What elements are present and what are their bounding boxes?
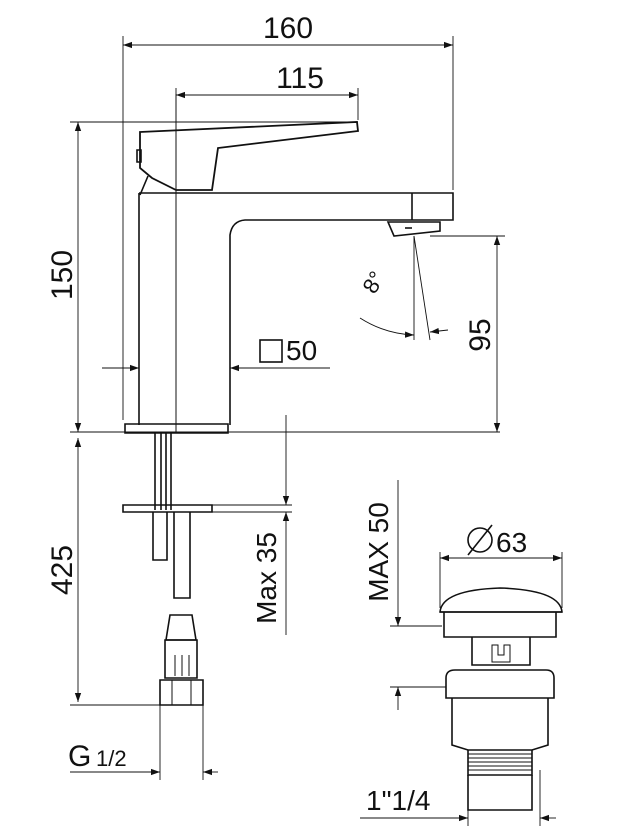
svg-text:1/2: 1/2	[96, 746, 127, 771]
waste-fitting	[439, 587, 563, 811]
label-waste-thread: 1"1/4	[366, 785, 430, 816]
faucet-body	[124, 94, 454, 434]
tail-pipes	[122, 433, 213, 706]
label-body-square: 50	[259, 335, 317, 366]
label-max-deck: Max 35	[251, 532, 282, 624]
label-overall-width: 160	[263, 12, 313, 45]
label-outlet-height: 95	[464, 318, 497, 351]
label-spout-reach: 115	[276, 62, 324, 95]
label-waste-diameter: 63	[467, 524, 527, 558]
svg-text:50: 50	[286, 335, 317, 366]
svg-text:G: G	[68, 740, 91, 773]
label-overall-height: 150	[46, 250, 79, 300]
svg-text:63: 63	[496, 527, 527, 558]
label-waste-max: MAX 50	[363, 502, 394, 602]
label-connection: G 1/2	[68, 740, 127, 773]
label-spray-angle: 8°	[357, 267, 389, 298]
dimension-labels: 160 115 150 95 8° 50 425 Max 35 G 1/2 63…	[46, 12, 527, 816]
dimension-lines	[70, 36, 563, 826]
label-tail-length: 425	[46, 545, 79, 595]
